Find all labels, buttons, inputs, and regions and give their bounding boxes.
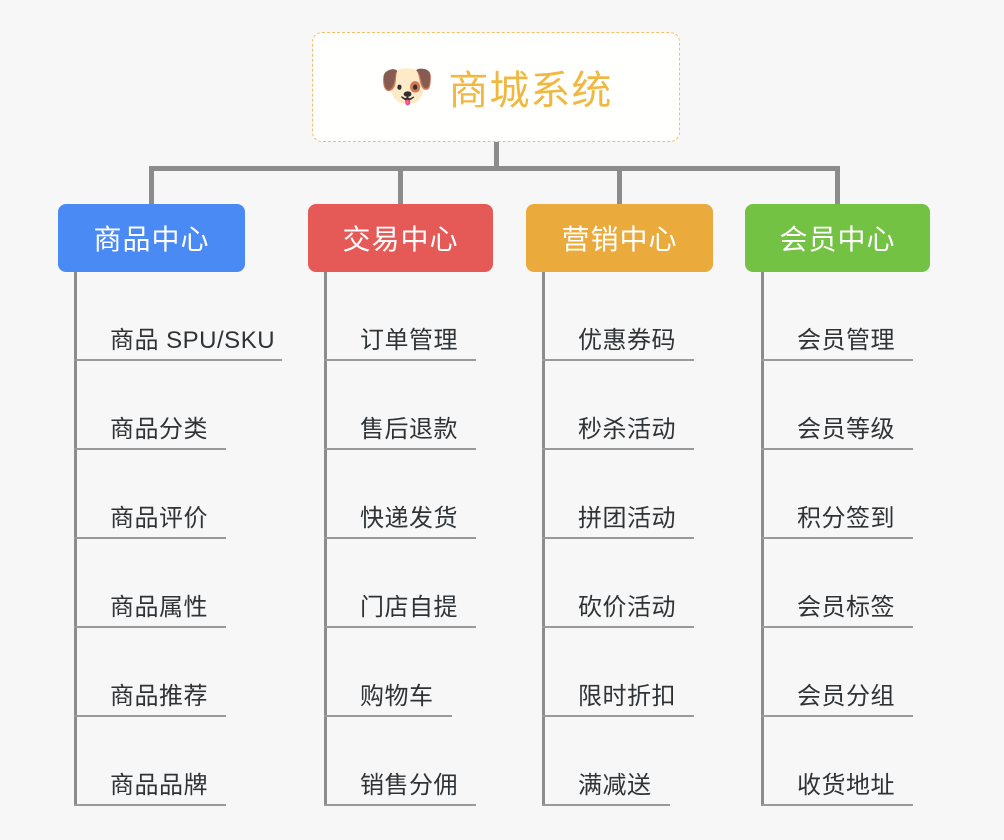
leaf-item-label: 售后退款: [360, 416, 458, 443]
leaf-item[interactable]: 满减送: [542, 717, 690, 806]
leaf-item[interactable]: 门店自提: [324, 539, 496, 628]
leaf-item-label: 秒杀活动: [578, 416, 676, 443]
leaf-column-4: 会员管理会员等级积分签到会员标签会员分组收货地址: [761, 272, 1004, 806]
leaf-column-2: 订单管理售后退款快递发货门店自提购物车销售分佣: [324, 272, 584, 806]
leaf-column-1: 商品 SPU/SKU 商品分类商品评价商品属性商品推荐商品品牌: [74, 272, 334, 806]
leaf-item-label: 商品 SPU/SKU: [110, 327, 276, 354]
leaf-item[interactable]: 限时折扣: [542, 628, 714, 717]
leaf-item[interactable]: 购物车: [324, 628, 472, 717]
connector-drop-3: [617, 166, 622, 204]
leaf-item-underline: [761, 359, 913, 361]
group-box-1[interactable]: 商品中心: [58, 204, 245, 272]
leaf-item[interactable]: 商品 SPU/SKU: [74, 272, 302, 361]
group-label: 会员中心: [779, 224, 896, 255]
leaf-item-label: 商品评价: [110, 505, 208, 532]
leaf-item-label: 砍价活动: [578, 594, 676, 621]
leaf-item-underline: [74, 537, 226, 539]
connector-spine-1: [74, 272, 77, 806]
leaf-item-underline: [761, 626, 913, 628]
leaf-item-underline: [324, 359, 476, 361]
leaf-item[interactable]: 砍价活动: [542, 539, 714, 628]
leaf-item[interactable]: 会员分组: [761, 628, 933, 717]
leaf-item-label: 会员分组: [797, 683, 895, 710]
leaf-item-label: 会员管理: [797, 327, 895, 354]
leaf-item-underline: [761, 537, 913, 539]
leaf-item-label: 积分签到: [797, 505, 895, 532]
leaf-item[interactable]: 会员标签: [761, 539, 933, 628]
leaf-item[interactable]: 收货地址: [761, 717, 933, 806]
group-label: 交易中心: [342, 224, 459, 255]
leaf-item-underline: [74, 715, 226, 717]
leaf-item-label: 限时折扣: [578, 683, 676, 710]
connector-drop-1: [149, 166, 154, 204]
leaf-item[interactable]: 商品推荐: [74, 628, 246, 717]
root-node[interactable]: 🐶 商城系统: [312, 32, 680, 142]
root-title: 商城系统: [448, 69, 613, 113]
leaf-item[interactable]: 拼团活动: [542, 450, 714, 539]
connector-root-stem: [494, 142, 499, 170]
group-box-2[interactable]: 交易中心: [308, 204, 493, 272]
leaf-item-label: 会员标签: [797, 594, 895, 621]
leaf-item[interactable]: 销售分佣: [324, 717, 496, 806]
leaf-item[interactable]: 积分签到: [761, 450, 933, 539]
leaf-item-underline: [542, 359, 694, 361]
leaf-item-underline: [761, 448, 913, 450]
leaf-item-label: 购物车: [360, 683, 434, 710]
leaf-item[interactable]: 快递发货: [324, 450, 496, 539]
leaf-item[interactable]: 商品属性: [74, 539, 246, 628]
leaf-item[interactable]: 售后退款: [324, 361, 496, 450]
group-box-4[interactable]: 会员中心: [745, 204, 930, 272]
leaf-item[interactable]: 商品评价: [74, 450, 246, 539]
leaf-item-underline: [324, 715, 452, 717]
leaf-item-underline: [324, 448, 476, 450]
connector-drop-2: [398, 166, 403, 204]
group-label: 商品中心: [93, 224, 210, 255]
leaf-item-underline: [324, 626, 476, 628]
leaf-item-underline: [324, 804, 476, 806]
leaf-item-underline: [542, 715, 694, 717]
leaf-item-label: 会员等级: [797, 416, 895, 443]
leaf-column-3: 优惠券码秒杀活动拼团活动砍价活动限时折扣满减送: [542, 272, 802, 806]
leaf-item-label: 拼团活动: [578, 505, 676, 532]
leaf-item-label: 优惠券码: [578, 327, 676, 354]
leaf-item-underline: [542, 537, 694, 539]
leaf-item-underline: [324, 537, 476, 539]
leaf-item-underline: [542, 448, 694, 450]
leaf-item[interactable]: 秒杀活动: [542, 361, 714, 450]
leaf-item-underline: [74, 804, 226, 806]
leaf-item[interactable]: 商品品牌: [74, 717, 246, 806]
leaf-item-label: 收货地址: [797, 772, 895, 799]
leaf-item[interactable]: 商品分类: [74, 361, 246, 450]
group-label: 营销中心: [561, 224, 678, 255]
leaf-item[interactable]: 会员等级: [761, 361, 933, 450]
leaf-item[interactable]: 订单管理: [324, 272, 496, 361]
leaf-item-label: 商品推荐: [110, 683, 208, 710]
leaf-item-label: 满减送: [578, 772, 652, 799]
leaf-item-label: 商品属性: [110, 594, 208, 621]
leaf-item[interactable]: 会员管理: [761, 272, 933, 361]
leaf-item-label: 商品品牌: [110, 772, 208, 799]
connector-drop-4: [835, 166, 840, 204]
leaf-item-label: 商品分类: [110, 416, 208, 443]
leaf-item-underline: [542, 626, 694, 628]
shiba-dog-face-icon: 🐶: [379, 62, 435, 111]
leaf-item-underline: [74, 359, 282, 361]
leaf-item[interactable]: 优惠券码: [542, 272, 714, 361]
group-box-3[interactable]: 营销中心: [526, 204, 713, 272]
leaf-item-underline: [761, 804, 913, 806]
leaf-item-underline: [74, 448, 226, 450]
leaf-item-label: 销售分佣: [360, 772, 458, 799]
leaf-item-underline: [542, 804, 670, 806]
connector-horizontal-bus: [150, 166, 838, 171]
connector-spine-3: [542, 272, 545, 806]
leaf-item-label: 订单管理: [360, 327, 458, 354]
connector-spine-2: [324, 272, 327, 806]
connector-spine-4: [761, 272, 764, 806]
leaf-item-label: 门店自提: [360, 594, 458, 621]
leaf-item-underline: [761, 715, 913, 717]
leaf-item-label: 快递发货: [360, 505, 458, 532]
leaf-item-underline: [74, 626, 226, 628]
